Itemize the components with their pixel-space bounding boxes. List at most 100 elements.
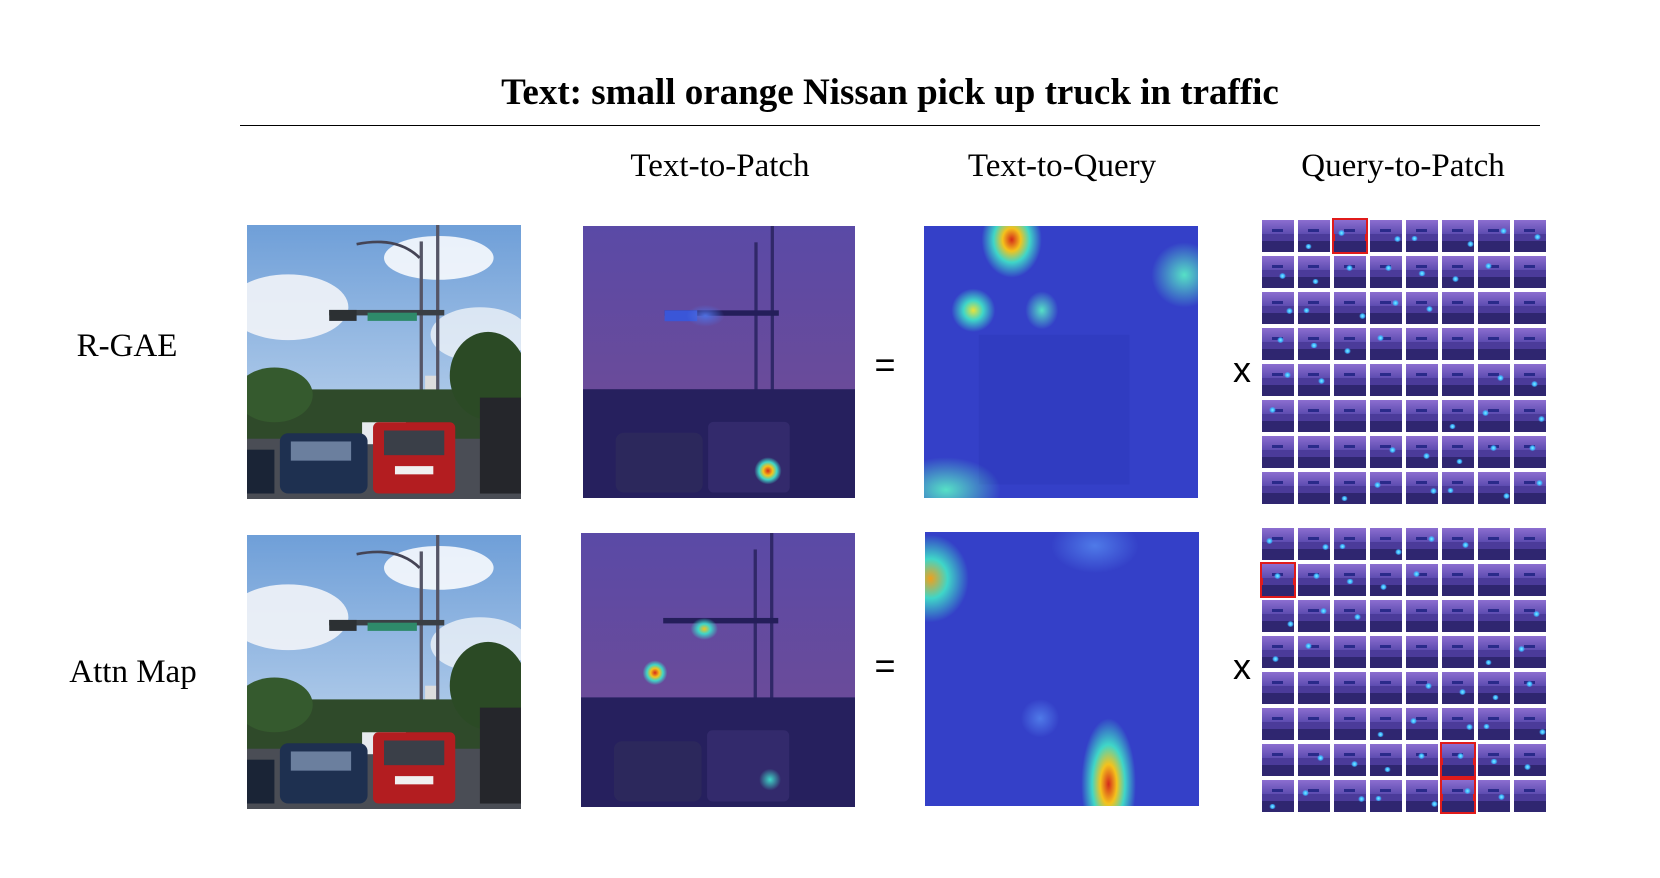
thumbnail-road [1514, 728, 1546, 740]
thumbnail-road [1406, 548, 1438, 560]
thumbnail-sign [1343, 444, 1356, 448]
thumbnail-road [1406, 800, 1438, 812]
thumbnail-road [1478, 384, 1510, 396]
thumbnail-attention-spot [1277, 336, 1285, 343]
thumbnail-road [1298, 548, 1330, 560]
query-attention-thumbnail [1370, 292, 1402, 324]
thumbnail-sign [1379, 572, 1392, 576]
thumbnail-attention-spot [1533, 611, 1541, 617]
thumbnail-sign [1379, 716, 1392, 720]
thumbnail-road [1298, 764, 1330, 776]
query-attention-thumbnail [1262, 708, 1294, 740]
query-attention-thumbnail [1442, 564, 1474, 596]
thumbnail-sky [1514, 672, 1546, 687]
thumbnail-road [1442, 312, 1474, 324]
thumbnail-sky [1514, 220, 1546, 235]
thumbnail-road [1478, 312, 1510, 324]
thumbnail-road [1370, 420, 1402, 432]
title-divider [240, 125, 1540, 126]
thumbnail-sign [1523, 372, 1536, 376]
text-to-patch-overlay [583, 226, 855, 498]
thumbnail-sky [1406, 436, 1438, 451]
thumbnail-road [1478, 456, 1510, 468]
thumbnail-attention-spot [1502, 493, 1510, 500]
thumbnail-sign [1379, 788, 1392, 792]
thumbnail-sky [1370, 600, 1402, 615]
thumbnail-sign [1271, 480, 1284, 484]
thumbnail-sign [1523, 300, 1536, 304]
query-attention-thumbnail [1442, 256, 1474, 288]
query-attention-thumbnail [1370, 780, 1402, 812]
thumbnail-sky [1514, 708, 1546, 723]
thumbnail-attention-spot [1320, 608, 1328, 614]
thumbnail-sign [1379, 336, 1392, 340]
thumbnail-attention-spot [1345, 265, 1353, 272]
thumbnail-road [1406, 764, 1438, 776]
text-to-query-heatmap-row1 [924, 226, 1198, 498]
query-attention-thumbnail [1406, 708, 1438, 740]
query-attention-thumbnail [1262, 328, 1294, 360]
thumbnail-sky [1334, 436, 1366, 451]
thumbnail-sign [1271, 644, 1284, 648]
thumbnail-attention-spot [1430, 488, 1438, 494]
thumbnail-attention-spot [1451, 276, 1459, 283]
thumbnail-sign [1415, 336, 1428, 340]
thumbnail-sign [1487, 536, 1500, 540]
thumbnail-road [1334, 584, 1366, 596]
query-attention-thumbnail [1514, 636, 1546, 668]
thumbnail-road [1370, 312, 1402, 324]
query-attention-thumbnail [1478, 364, 1510, 396]
query-attention-thumbnail [1262, 436, 1294, 468]
thumbnail-sky [1262, 256, 1294, 271]
thumbnail-road [1370, 584, 1402, 596]
highlighted-query-thumbnail [1332, 218, 1368, 254]
thumbnail-road [1334, 456, 1366, 468]
thumbnail-attention-spot [1302, 790, 1310, 796]
query-attention-thumbnail [1370, 256, 1402, 288]
thumbnail-sky [1442, 472, 1474, 487]
thumbnail-attention-spot [1466, 724, 1474, 730]
thumbnail-sign [1307, 716, 1320, 720]
thumbnail-sign [1271, 372, 1284, 376]
thumbnail-road [1478, 656, 1510, 668]
thumbnail-attention-spot [1430, 801, 1438, 808]
thumbnail-sky [1478, 436, 1510, 451]
thumbnail-attention-spot [1482, 410, 1490, 416]
query-attention-thumbnail [1478, 472, 1510, 504]
thumbnail-road [1406, 456, 1438, 468]
thumbnail-sign [1343, 408, 1356, 412]
thumbnail-road [1406, 620, 1438, 632]
text-to-query-map [925, 532, 1199, 806]
thumbnail-sign [1271, 536, 1284, 540]
thumbnail-sky [1514, 744, 1546, 759]
thumbnail-sign [1451, 444, 1464, 448]
thumbnail-attention-spot [1525, 681, 1533, 688]
highlighted-query-thumbnail [1260, 562, 1296, 598]
query-attention-thumbnail [1262, 600, 1294, 632]
thumbnail-road [1514, 584, 1546, 596]
thumbnail-sky [1262, 472, 1294, 487]
thumbnail-attention-spot [1422, 452, 1430, 459]
thumbnail-attention-spot [1346, 578, 1354, 585]
thumbnail-attention-spot [1417, 753, 1425, 760]
thumbnail-sign [1343, 300, 1356, 304]
thumbnail-sign [1487, 788, 1500, 792]
query-attention-thumbnail [1406, 220, 1438, 252]
thumbnail-attention-spot [1538, 416, 1546, 422]
query-attention-thumbnail [1262, 256, 1294, 288]
query-attention-thumbnail [1406, 780, 1438, 812]
query-attention-thumbnail [1334, 672, 1366, 704]
query-attention-thumbnail [1334, 256, 1366, 288]
thumbnail-road [1262, 800, 1294, 812]
query-attention-thumbnail [1298, 328, 1330, 360]
thumbnail-sky [1514, 528, 1546, 543]
thumbnail-attention-spot [1310, 342, 1318, 349]
thumbnail-sky [1406, 364, 1438, 379]
thumbnail-sky [1514, 328, 1546, 343]
thumbnail-sky [1442, 600, 1474, 615]
thumbnail-sign [1307, 536, 1320, 540]
thumbnail-sign [1487, 644, 1500, 648]
thumbnail-sky [1262, 672, 1294, 687]
query-attention-thumbnail [1406, 472, 1438, 504]
thumbnail-attention-spot [1358, 796, 1366, 802]
